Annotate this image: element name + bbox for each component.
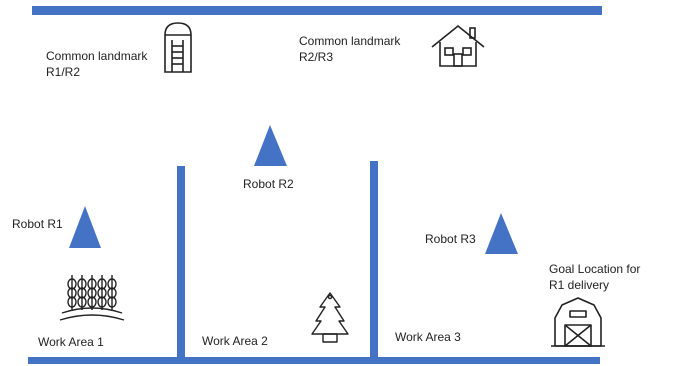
robot-r2-label: Robot R2 [243, 177, 294, 191]
landmark-r1r2-label-line1: Common landmark [46, 49, 148, 63]
work-area-3-label: Work Area 3 [395, 330, 461, 344]
house-icon [431, 24, 485, 67]
bottom-wall [28, 357, 600, 364]
wheat-icon [59, 275, 125, 321]
goal-label-line2: R1 delivery [549, 278, 610, 292]
divider-wall-right [370, 161, 378, 359]
robot-r3-label: Robot R3 [425, 232, 476, 246]
top-wall [32, 6, 602, 15]
goal-label-line1: Goal Location for [549, 262, 641, 276]
landmark-r2r3-label-line1: Common landmark [299, 34, 401, 48]
landmark-r1r2-label-line2: R1/R2 [46, 65, 81, 79]
robot-r3-marker [485, 213, 518, 254]
robot-r2-marker [254, 125, 287, 166]
barn-icon [551, 297, 605, 347]
work-area-1-label: Work Area 1 [38, 335, 104, 349]
landmark-r2r3-label-line2: R2/R3 [299, 50, 334, 64]
divider-wall-left [177, 166, 185, 359]
work-area-2-label: Work Area 2 [202, 334, 268, 348]
robot-r1-label: Robot R1 [12, 217, 63, 231]
tree-icon [311, 292, 349, 343]
robot-r1-marker [69, 206, 101, 248]
silo-icon [164, 22, 192, 73]
